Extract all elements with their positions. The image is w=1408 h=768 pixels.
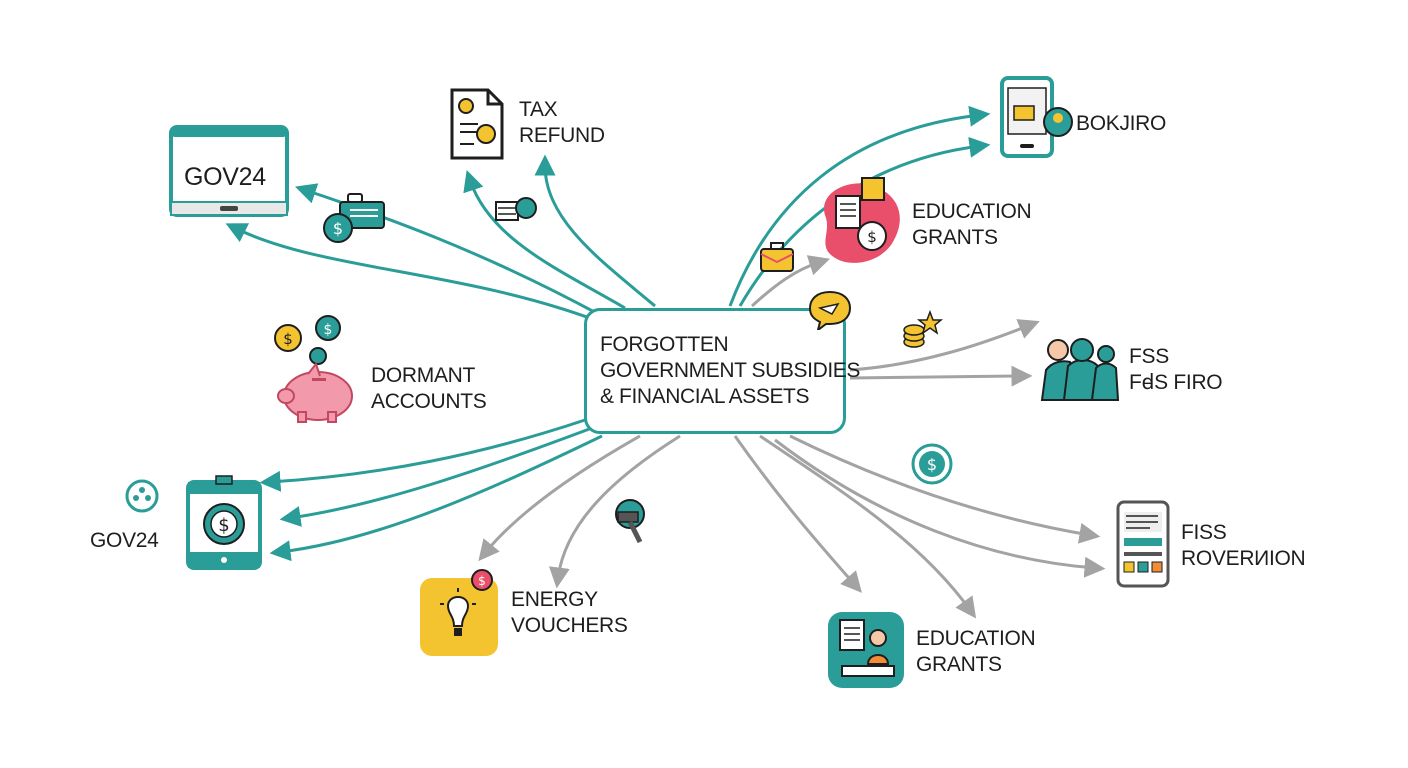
svg-text:$: $ xyxy=(283,330,293,348)
svg-text:$: $ xyxy=(324,322,333,338)
tablet-icon xyxy=(169,125,289,217)
svg-text:$: $ xyxy=(218,515,229,536)
gov24-bottom-label: GOV24 xyxy=(90,529,159,552)
svg-text:$: $ xyxy=(927,455,937,474)
alert-circle-icon xyxy=(125,479,159,513)
coins-star-icon xyxy=(903,309,944,348)
svg-text:$: $ xyxy=(867,228,877,246)
arrow-to-fiss-2 xyxy=(774,438,1106,578)
phone-icon xyxy=(1000,76,1073,158)
arrow-to-fiss-1 xyxy=(789,434,1101,544)
briefcase-icon xyxy=(760,242,794,272)
arrow-to-tax-1 xyxy=(463,170,626,310)
arrow-to-education-top xyxy=(750,255,830,308)
arrow-to-bokjiro-1 xyxy=(728,105,991,307)
arrow-to-fss-2 xyxy=(849,365,1033,387)
chat-bubble-icon xyxy=(808,290,852,330)
dollar-coin-icon: $ xyxy=(911,443,953,485)
svg-text:$: $ xyxy=(478,574,486,588)
light-bulb-icon: $ xyxy=(420,569,498,656)
people-icon xyxy=(1040,338,1120,401)
arrow-to-energy-2 xyxy=(548,434,681,589)
arrow-to-tax-2 xyxy=(534,154,656,308)
arrow-to-gov24-bottom-3 xyxy=(269,434,603,562)
gov24-screen-text: GOV24 xyxy=(184,163,266,191)
education-grants-bottom-label: EDUCATION GRANTS xyxy=(916,627,1036,676)
arrow-to-energy-1 xyxy=(478,434,641,562)
gear-money-icon xyxy=(495,197,537,221)
money-card-icon: $ xyxy=(323,193,385,243)
central-node-label: FORGOTTEN GOVERNMENT SUBSIDIES & FINANCI… xyxy=(600,333,860,408)
arrow-to-fss-1 xyxy=(849,319,1040,372)
fss-label: FSS FꟈS FIRO xyxy=(1129,345,1223,394)
education-grants-top-label: EDUCATION GRANTS xyxy=(912,200,1032,249)
arrow-to-gov24-top-2 xyxy=(225,223,596,322)
gavel-icon xyxy=(615,499,645,544)
svg-text:$: $ xyxy=(333,219,343,238)
education-icon: $ xyxy=(824,177,900,263)
arrow-to-gov24-top-1 xyxy=(295,183,601,317)
arrow-to-gov24-bottom-1 xyxy=(259,418,586,492)
mobile-app-icon xyxy=(1116,500,1170,588)
dormant-accounts-label: DORMANT ACCOUNTS xyxy=(371,364,487,413)
arrow-to-education-bottom-2 xyxy=(759,434,977,619)
piggy-bank-icon: $ $ xyxy=(274,315,353,423)
arrow-to-education-bottom-1 xyxy=(733,435,862,593)
fiss-label: FISS ROVERИION xyxy=(1181,521,1306,570)
central-node xyxy=(584,308,846,434)
tablet-dollar-icon: $ xyxy=(186,475,262,570)
energy-vouchers-label: ENERGY VOUCHERS xyxy=(511,588,628,637)
bokjiro-label: BOKJIRO xyxy=(1076,112,1167,135)
arrow-to-gov24-bottom-2 xyxy=(279,426,593,527)
classroom-icon xyxy=(828,612,904,688)
document-gear-icon xyxy=(450,88,504,160)
tax-refund-label: TAX REFUND xyxy=(519,98,605,147)
